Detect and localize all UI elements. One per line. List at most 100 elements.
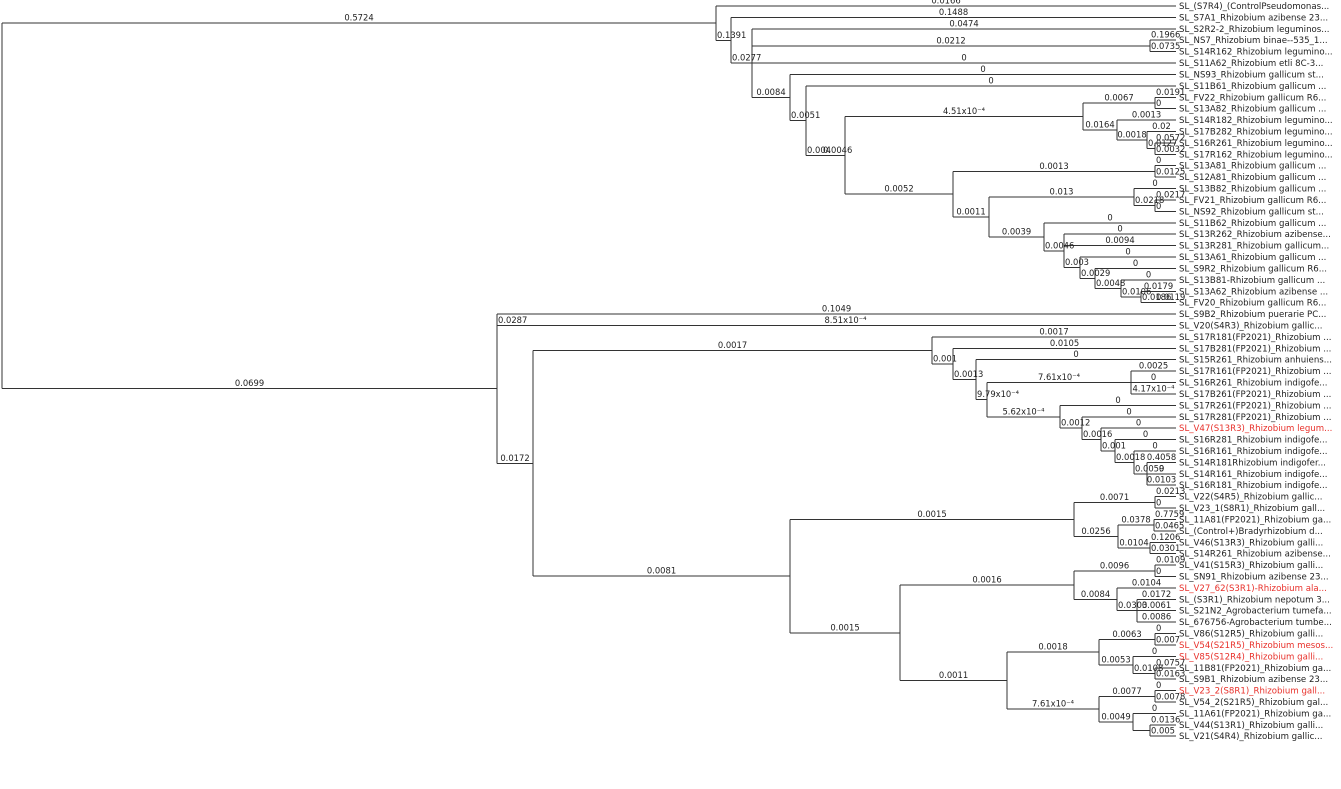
leaf-label-S21N2[interactable]: SL_S21N2_Agrobacterium tumefa... bbox=[1179, 607, 1332, 617]
leaf-label-S12A81[interactable]: SL_S12A81_Rhizobium gallicum ... bbox=[1179, 173, 1326, 183]
branch-length-NS93: 0 bbox=[980, 64, 985, 74]
branch-length-c_6021: 0.0218 bbox=[1135, 195, 1164, 205]
leaf-label-S13A61[interactable]: SL_S13A61_Rhizobium gallicum ... bbox=[1179, 253, 1326, 263]
root-branch-length-0: 0.0699 bbox=[235, 378, 264, 388]
leaf-label-S17R261[interactable]: SL_S17R261(FP2021)_Rhizobium ... bbox=[1179, 401, 1331, 411]
leaf-label-V20[interactable]: SL_V20(S4R3)_Rhizobium gallic... bbox=[1179, 321, 1323, 331]
leaf-label-S17B282[interactable]: SL_S17B282_Rhizobium legumino... bbox=[1179, 128, 1333, 138]
branch-length-c_m4: 7.61x10⁻⁴ bbox=[1038, 372, 1081, 382]
branch-length-c_c4: 0.0303 bbox=[1118, 600, 1147, 610]
leaf-label-S11A81[interactable]: SL_11A81(FP2021)_Rhizobium ga... bbox=[1179, 515, 1331, 525]
branch-length-S17R161: 0.0025 bbox=[1139, 361, 1168, 371]
branch-length-S3R1: 0.0172 bbox=[1142, 589, 1171, 599]
branch-length-S13R262: 0 bbox=[1117, 224, 1122, 234]
branch-length-S14R181: 0.4058 bbox=[1147, 452, 1176, 462]
leaf-label-V47[interactable]: SL_V47(S13R3)_Rhizobium legum... bbox=[1179, 424, 1332, 434]
leaf-label-S11A62[interactable]: SL_S11A62_Rhizobium etli 8C-3... bbox=[1179, 59, 1323, 69]
leaf-label-S13A81[interactable]: SL_S13A81_Rhizobium gallicum ... bbox=[1179, 162, 1326, 172]
branch-length-c_de: 0.0011 bbox=[939, 670, 968, 680]
branch-length-S676756: 0.0086 bbox=[1142, 612, 1171, 622]
leaf-label-S17R162[interactable]: SL_S17R162_Rhizobium legumino... bbox=[1179, 150, 1333, 160]
branch-length-c_m6: 5.62x10⁻⁴ bbox=[1002, 406, 1045, 416]
branch-length-S17R281: 0 bbox=[1126, 406, 1131, 416]
leaf-label-S3R1[interactable]: SL_(S3R1)_Rhizobium nepotum 3... bbox=[1179, 595, 1330, 605]
leaf-label-S16R261a[interactable]: SL_S16R261_Rhizobium legumino... bbox=[1179, 139, 1333, 149]
branch-length-c_7005: 0.0048 bbox=[1096, 278, 1125, 288]
leaf-label-NS92[interactable]: SL_NS92_Rhizobium gallicum st... bbox=[1179, 207, 1324, 217]
leaf-label-FV22[interactable]: SL_FV22_Rhizobium gallicum R6... bbox=[1179, 93, 1326, 103]
branch-length-S11A81: 0.7759 bbox=[1155, 509, 1184, 519]
branch-length-c_4085: 0.0046 bbox=[823, 145, 852, 155]
leaf-label-S13A82[interactable]: SL_S13A82_Rhizobium gallicum ... bbox=[1179, 105, 1326, 115]
leaf-label-V54_2[interactable]: SL_V54_2(S21R5)_Rhizobium gal... bbox=[1179, 698, 1328, 708]
leaf-label-S13R281[interactable]: SL_S13R281_Rhizobium gallicum... bbox=[1179, 242, 1329, 252]
leaf-label-S17R161[interactable]: SL_S17R161(FP2021)_Rhizobium ... bbox=[1179, 367, 1331, 377]
leaf-label-S14R161[interactable]: SL_S14R161_Rhizobium indigofe... bbox=[1179, 470, 1327, 480]
branch-length-V54: 0.007 bbox=[1156, 634, 1180, 644]
branch-length-c_3065: 0.0277 bbox=[732, 53, 761, 63]
leaf-label-S17B261[interactable]: SL_S17B261(FP2021)_Rhizobium ... bbox=[1179, 390, 1331, 400]
leaf-label-S17B281[interactable]: SL_S17B281(FP2021)_Rhizobium ... bbox=[1179, 344, 1331, 354]
leaf-label-S9B2[interactable]: SL_S9B2_Rhizobium puerarie PC... bbox=[1179, 310, 1326, 320]
leaf-label-S16R281[interactable]: SL_S16R281_Rhizobium indigofe... bbox=[1179, 436, 1327, 446]
leaf-label-S9B1[interactable]: SL_S9B1_Rhizobium azibense 23... bbox=[1179, 675, 1328, 685]
leaf-label-V27_62[interactable]: SL_V27_62(S3R1)-Rhizobium ala... bbox=[1179, 584, 1327, 594]
branch-length-S11B62: 0 bbox=[1107, 212, 1112, 222]
leaf-label-V21[interactable]: SL_V21(S4R4)_Rhizobium gallic... bbox=[1179, 732, 1323, 742]
leaf-label-S11A61[interactable]: SL_11A61(FP2021)_Rhizobium ga... bbox=[1179, 709, 1331, 719]
leaf-label-V44[interactable]: SL_V44(S13R1)_Rhizobium galli... bbox=[1179, 721, 1323, 731]
branch-length-V27_62: 0.0104 bbox=[1132, 577, 1161, 587]
leaf-label-S13B82[interactable]: SL_S13B82_Rhizobium gallicum ... bbox=[1179, 185, 1326, 195]
branch-length-c_4095: 0.0052 bbox=[884, 184, 913, 194]
leaf-label-S17R281[interactable]: SL_S17R281(FP2021)_Rhizobium ... bbox=[1179, 413, 1331, 423]
leaf-label-V54[interactable]: SL_V54(S21R5)_Rhizobium mesos... bbox=[1179, 641, 1333, 651]
leaf-label-S16R261b[interactable]: SL_S16R261_Rhizobium indigofe... bbox=[1179, 379, 1327, 389]
leaf-label-S9R2[interactable]: SL_S9R2_Rhizobium gallicum R6... bbox=[1179, 264, 1327, 274]
leaf-label-V46[interactable]: SL_V46(S13R3)_Rhizobium galli... bbox=[1179, 538, 1323, 548]
leaf-label-S15R261[interactable]: SL_S15R261_Rhizobium anhuiens... bbox=[1179, 356, 1332, 366]
leaf-label-S11B61[interactable]: SL_S11B61_Rhizobium gallicum ... bbox=[1179, 82, 1326, 92]
leaf-label-S14R162[interactable]: SL_S14R162_Rhizobium legumino... bbox=[1179, 48, 1333, 58]
leaf-label-S13R262[interactable]: SL_S13R262_Rhizobium azibense... bbox=[1179, 230, 1331, 240]
leaf-label-S11B62[interactable]: SL_S11B62_Rhizobium gallicum ... bbox=[1179, 219, 1326, 229]
branch-length-S13A62: 0.0179 bbox=[1144, 281, 1173, 291]
branch-length-c_5010: 0.0067 bbox=[1104, 92, 1133, 102]
leaf-label-V41[interactable]: SL_V41(S15R3)_Rhizobium galli... bbox=[1179, 561, 1323, 571]
branch-length-S11A61: 0 bbox=[1152, 703, 1157, 713]
branch-length-V47: 0 bbox=[1136, 418, 1141, 428]
branch-length-S16R261a: 0.0572 bbox=[1156, 132, 1185, 142]
leaf-label-FV20[interactable]: SL_FV20_Rhizobium gallicum R6... bbox=[1179, 299, 1326, 309]
leaf-label-S7A1[interactable]: SL_S7A1_Rhizobium azibense 23... bbox=[1179, 13, 1328, 23]
branch-length-FV21: 0.0217 bbox=[1156, 189, 1185, 199]
leaf-label-S13A62[interactable]: SL_S13A62_Rhizobium azibense ... bbox=[1179, 287, 1328, 297]
branch-length-c_m3: 9.79x10⁻⁴ bbox=[977, 389, 1020, 399]
leaf-label-S2R2[interactable]: SL_S2R2-2_Rhizobium leguminos... bbox=[1179, 25, 1329, 35]
leaf-label-S14R181[interactable]: SL_S14R181Rhizobium indigofer... bbox=[1179, 458, 1326, 468]
leaf-label-V23_2[interactable]: SL_V23_2(S8R1)_Rhizobium gall... bbox=[1179, 687, 1325, 697]
leaf-label-S13B81[interactable]: SL_S13B81-Rhizobium gallicum ... bbox=[1179, 276, 1325, 286]
leaf-label-Control[interactable]: SL_(Control+)Bradyrhizobium d... bbox=[1179, 527, 1323, 537]
branch-length-c_b4: 0.0104 bbox=[1119, 537, 1148, 547]
leaf-label-NS93[interactable]: SL_NS93_Rhizobium gallicum st... bbox=[1179, 70, 1324, 80]
leaf-label-V85[interactable]: SL_V85(S12R4)_Rhizobium galli... bbox=[1179, 652, 1323, 662]
branch-length-S9R2: 0 bbox=[1133, 258, 1138, 268]
leaf-label-S16R181[interactable]: SL_S16R181_Rhizobium indigofe... bbox=[1179, 481, 1327, 491]
branch-length-S13A82: 0 bbox=[1156, 98, 1161, 108]
leaf-label-SN91[interactable]: SL_SN91_Rhizobium azibense 23... bbox=[1179, 573, 1329, 583]
branch-length-FV22: 0.0191 bbox=[1156, 87, 1185, 97]
leaf-label-S11B81[interactable]: SL_11B81(FP2021)_Rhizobium ga... bbox=[1179, 664, 1331, 674]
leaf-label-V22[interactable]: SL_V22(S4R5)_Rhizobium gallic... bbox=[1179, 493, 1323, 503]
leaf-label-S17R181[interactable]: SL_S17R181(FP2021)_Rhizobium ... bbox=[1179, 333, 1331, 343]
branch-length-c_d3: 0.0108 bbox=[1134, 663, 1163, 673]
leaf-label-V86[interactable]: SL_V86(S12R5)_Rhizobium galli... bbox=[1179, 630, 1323, 640]
leaf-label-S14R182[interactable]: SL_S14R182_Rhizobium legumino... bbox=[1179, 116, 1333, 126]
leaf-label-FV21[interactable]: SL_FV21_Rhizobium gallicum R6... bbox=[1179, 196, 1326, 206]
leaf-label-V23_1[interactable]: SL_V23_1(S8R1)_Rhizobium gall... bbox=[1179, 504, 1325, 514]
branch-length-c_v20: 0.0287 bbox=[498, 315, 527, 325]
leaf-label-S14R261[interactable]: SL_S14R261_Rhizobium azibense... bbox=[1179, 550, 1331, 560]
leaf-label-S7R4[interactable]: SL_(S7R4)_(ControlPseudomonas... bbox=[1179, 2, 1329, 12]
leaf-label-NS7[interactable]: SL_NS7_Rhizobium binae--535_1... bbox=[1179, 36, 1328, 46]
leaf-label-S16R161[interactable]: SL_S16R161_Rhizobium indigofe... bbox=[1179, 447, 1327, 457]
branch-length-c_e3: 0.0049 bbox=[1101, 711, 1130, 721]
leaf-label-S676756[interactable]: SL_676756-Agrobacterium tumbe... bbox=[1179, 618, 1332, 628]
